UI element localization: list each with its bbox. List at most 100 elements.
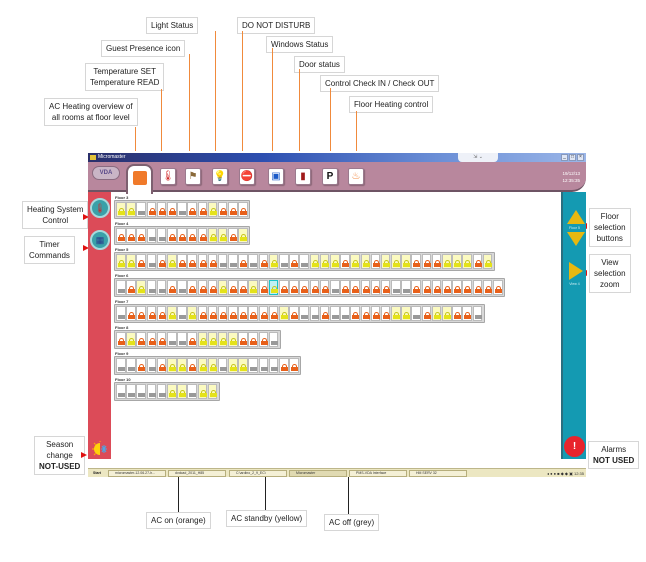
floor-heating-icon[interactable]: ♨ [348, 168, 364, 185]
room-tile-standby[interactable] [431, 306, 442, 321]
light-bulb-icon[interactable]: 💡 [212, 168, 228, 185]
room-tile-on[interactable] [279, 280, 289, 295]
room-tile-on[interactable] [136, 332, 146, 347]
room-tile-on[interactable] [187, 254, 197, 269]
room-tile-on[interactable] [421, 254, 432, 269]
room-tile-on[interactable] [207, 254, 218, 269]
room-tile-on[interactable] [258, 306, 269, 321]
room-tile-standby[interactable] [360, 254, 371, 269]
maximize-button[interactable]: □ [569, 154, 576, 161]
room-tile-standby[interactable] [401, 306, 411, 321]
taskbar-item[interactable]: C:\ardino_2_9_EC\ [229, 470, 287, 477]
room-tile-off[interactable] [156, 280, 167, 295]
room-tile-on[interactable] [187, 332, 197, 347]
room-tile-off[interactable] [391, 280, 401, 295]
room-tile-on[interactable] [146, 306, 157, 321]
room-tile-standby[interactable] [126, 254, 136, 269]
start-button[interactable]: Start [93, 471, 101, 475]
room-tile-standby[interactable] [391, 306, 401, 321]
room-tile-on[interactable] [217, 306, 228, 321]
room-tile-standby[interactable] [177, 384, 187, 399]
taskbar-item[interactable]: PMS-VDA Interface [349, 470, 407, 477]
close-button[interactable]: × [577, 154, 584, 161]
room-tile-standby[interactable] [319, 254, 330, 269]
room-tile-off[interactable] [299, 254, 309, 269]
room-tile-on[interactable] [166, 280, 177, 295]
room-tile-off[interactable] [146, 280, 157, 295]
room-tile-on[interactable] [187, 228, 197, 243]
floor-up-button[interactable] [567, 210, 585, 224]
room-tile-standby[interactable] [197, 332, 208, 347]
heating-system-control-button[interactable]: 🌡 [90, 198, 110, 218]
room-tile-standby[interactable] [217, 280, 228, 295]
room-tile-standby[interactable] [350, 254, 360, 269]
room-tile-on[interactable] [197, 280, 208, 295]
room-tile-on[interactable] [319, 306, 330, 321]
taskbar-item[interactable]: dvdcad_2011_H85 [168, 470, 226, 477]
room-tile-off[interactable] [146, 358, 157, 373]
room-tile-on[interactable] [309, 280, 320, 295]
room-tile-on[interactable] [187, 202, 197, 217]
room-tile-off[interactable] [340, 306, 350, 321]
room-tile-standby[interactable] [279, 306, 289, 321]
room-tile-standby[interactable] [217, 228, 228, 243]
room-tile-standby[interactable] [391, 254, 401, 269]
alarm-icon[interactable]: ! [564, 436, 585, 457]
room-tile-off[interactable] [126, 384, 136, 399]
room-tile-off[interactable] [156, 228, 167, 243]
taskbar-item-active[interactable]: Micromaster [289, 470, 347, 477]
room-tile-on[interactable] [146, 202, 157, 217]
room-tile-off[interactable] [177, 202, 187, 217]
room-tile-on[interactable] [187, 280, 197, 295]
room-tile-standby[interactable] [442, 254, 452, 269]
room-tile-on[interactable] [299, 280, 309, 295]
room-tile-on[interactable] [289, 358, 299, 373]
room-tile-standby[interactable] [482, 254, 493, 269]
room-tile-off[interactable] [116, 358, 126, 373]
room-tile-on[interactable] [197, 202, 208, 217]
room-tile-on[interactable] [136, 358, 146, 373]
room-tile-on[interactable] [258, 280, 269, 295]
room-tile-on[interactable] [238, 202, 248, 217]
room-tile-on[interactable] [452, 306, 462, 321]
room-tile-on[interactable] [248, 332, 259, 347]
room-tile-off[interactable] [248, 254, 259, 269]
room-tile-standby[interactable] [166, 254, 177, 269]
room-tile-off[interactable] [136, 384, 146, 399]
room-tile-off[interactable] [228, 254, 238, 269]
room-tile-off[interactable] [146, 384, 157, 399]
room-tile-off[interactable] [411, 306, 422, 321]
room-tile-standby[interactable] [401, 254, 411, 269]
room-tile-off[interactable] [136, 202, 146, 217]
room-tile-on[interactable] [156, 358, 167, 373]
room-tile-on[interactable] [248, 306, 259, 321]
view-zoom-button[interactable] [569, 262, 583, 280]
minimize-button[interactable]: _ [561, 154, 568, 161]
room-tile-on[interactable] [279, 358, 289, 373]
room-tile-on[interactable] [411, 254, 422, 269]
room-tile-off[interactable] [299, 306, 309, 321]
room-tile-standby[interactable] [442, 306, 452, 321]
room-tile-on[interactable] [177, 228, 187, 243]
room-tile-on[interactable] [126, 280, 136, 295]
room-tile-on[interactable] [442, 280, 452, 295]
room-tile-on[interactable] [116, 228, 126, 243]
room-tile-off[interactable] [329, 306, 340, 321]
room-tile-off[interactable] [401, 280, 411, 295]
room-tile-on[interactable] [421, 306, 432, 321]
room-tile-on[interactable] [421, 280, 432, 295]
room-tile-standby[interactable] [207, 332, 218, 347]
room-tile-on[interactable] [197, 306, 208, 321]
room-tile-on[interactable] [319, 280, 330, 295]
room-tile-on[interactable] [136, 254, 146, 269]
room-tile-on[interactable] [146, 332, 157, 347]
room-tile-standby[interactable] [329, 254, 340, 269]
room-tile-off[interactable] [116, 306, 126, 321]
room-tile-standby[interactable] [268, 254, 279, 269]
room-tile-off[interactable] [472, 306, 483, 321]
room-tile-on[interactable] [187, 358, 197, 373]
room-tile-standby[interactable] [166, 384, 177, 399]
room-tile-standby[interactable] [116, 202, 126, 217]
room-tile-off[interactable] [187, 384, 197, 399]
room-tile-on[interactable] [431, 254, 442, 269]
